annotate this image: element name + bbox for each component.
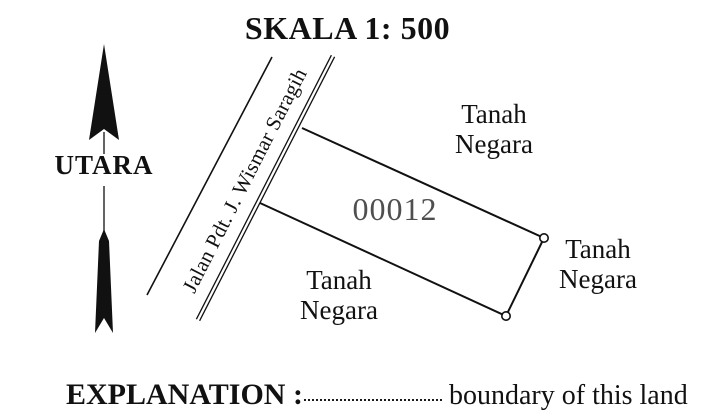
- land-label-line: Tanah: [461, 99, 527, 129]
- road-right-edge-outer-line: [195, 54, 332, 320]
- north-label: UTARA: [54, 150, 154, 180]
- land-label-line: Negara: [559, 264, 637, 294]
- north-arrow-icon: [89, 44, 119, 333]
- land-label-line: Negara: [455, 129, 533, 159]
- parcel-boundary: [259, 127, 546, 318]
- land-label-line: Negara: [300, 295, 378, 325]
- legend-heading: EXPLANATION :: [66, 378, 303, 411]
- land-label-line: Tanah: [565, 234, 631, 264]
- scale-title: SKALA 1: 500: [244, 10, 451, 46]
- parcel-number: 00012: [352, 191, 438, 227]
- land-label-north: Tanah Negara: [424, 99, 564, 159]
- land-label-east: Tanah Negara: [528, 234, 668, 294]
- corner-marker: [500, 310, 511, 321]
- land-label-line: Tanah: [306, 265, 372, 295]
- legend-boundary-label: boundary of this land: [449, 380, 688, 411]
- land-label-south: Tanah Negara: [269, 265, 409, 325]
- road-left-edge-line: [146, 56, 273, 296]
- corner-marker: [538, 233, 549, 244]
- boundary-line-symbol: [304, 399, 442, 401]
- road-right-edge-inner-line: [199, 56, 336, 322]
